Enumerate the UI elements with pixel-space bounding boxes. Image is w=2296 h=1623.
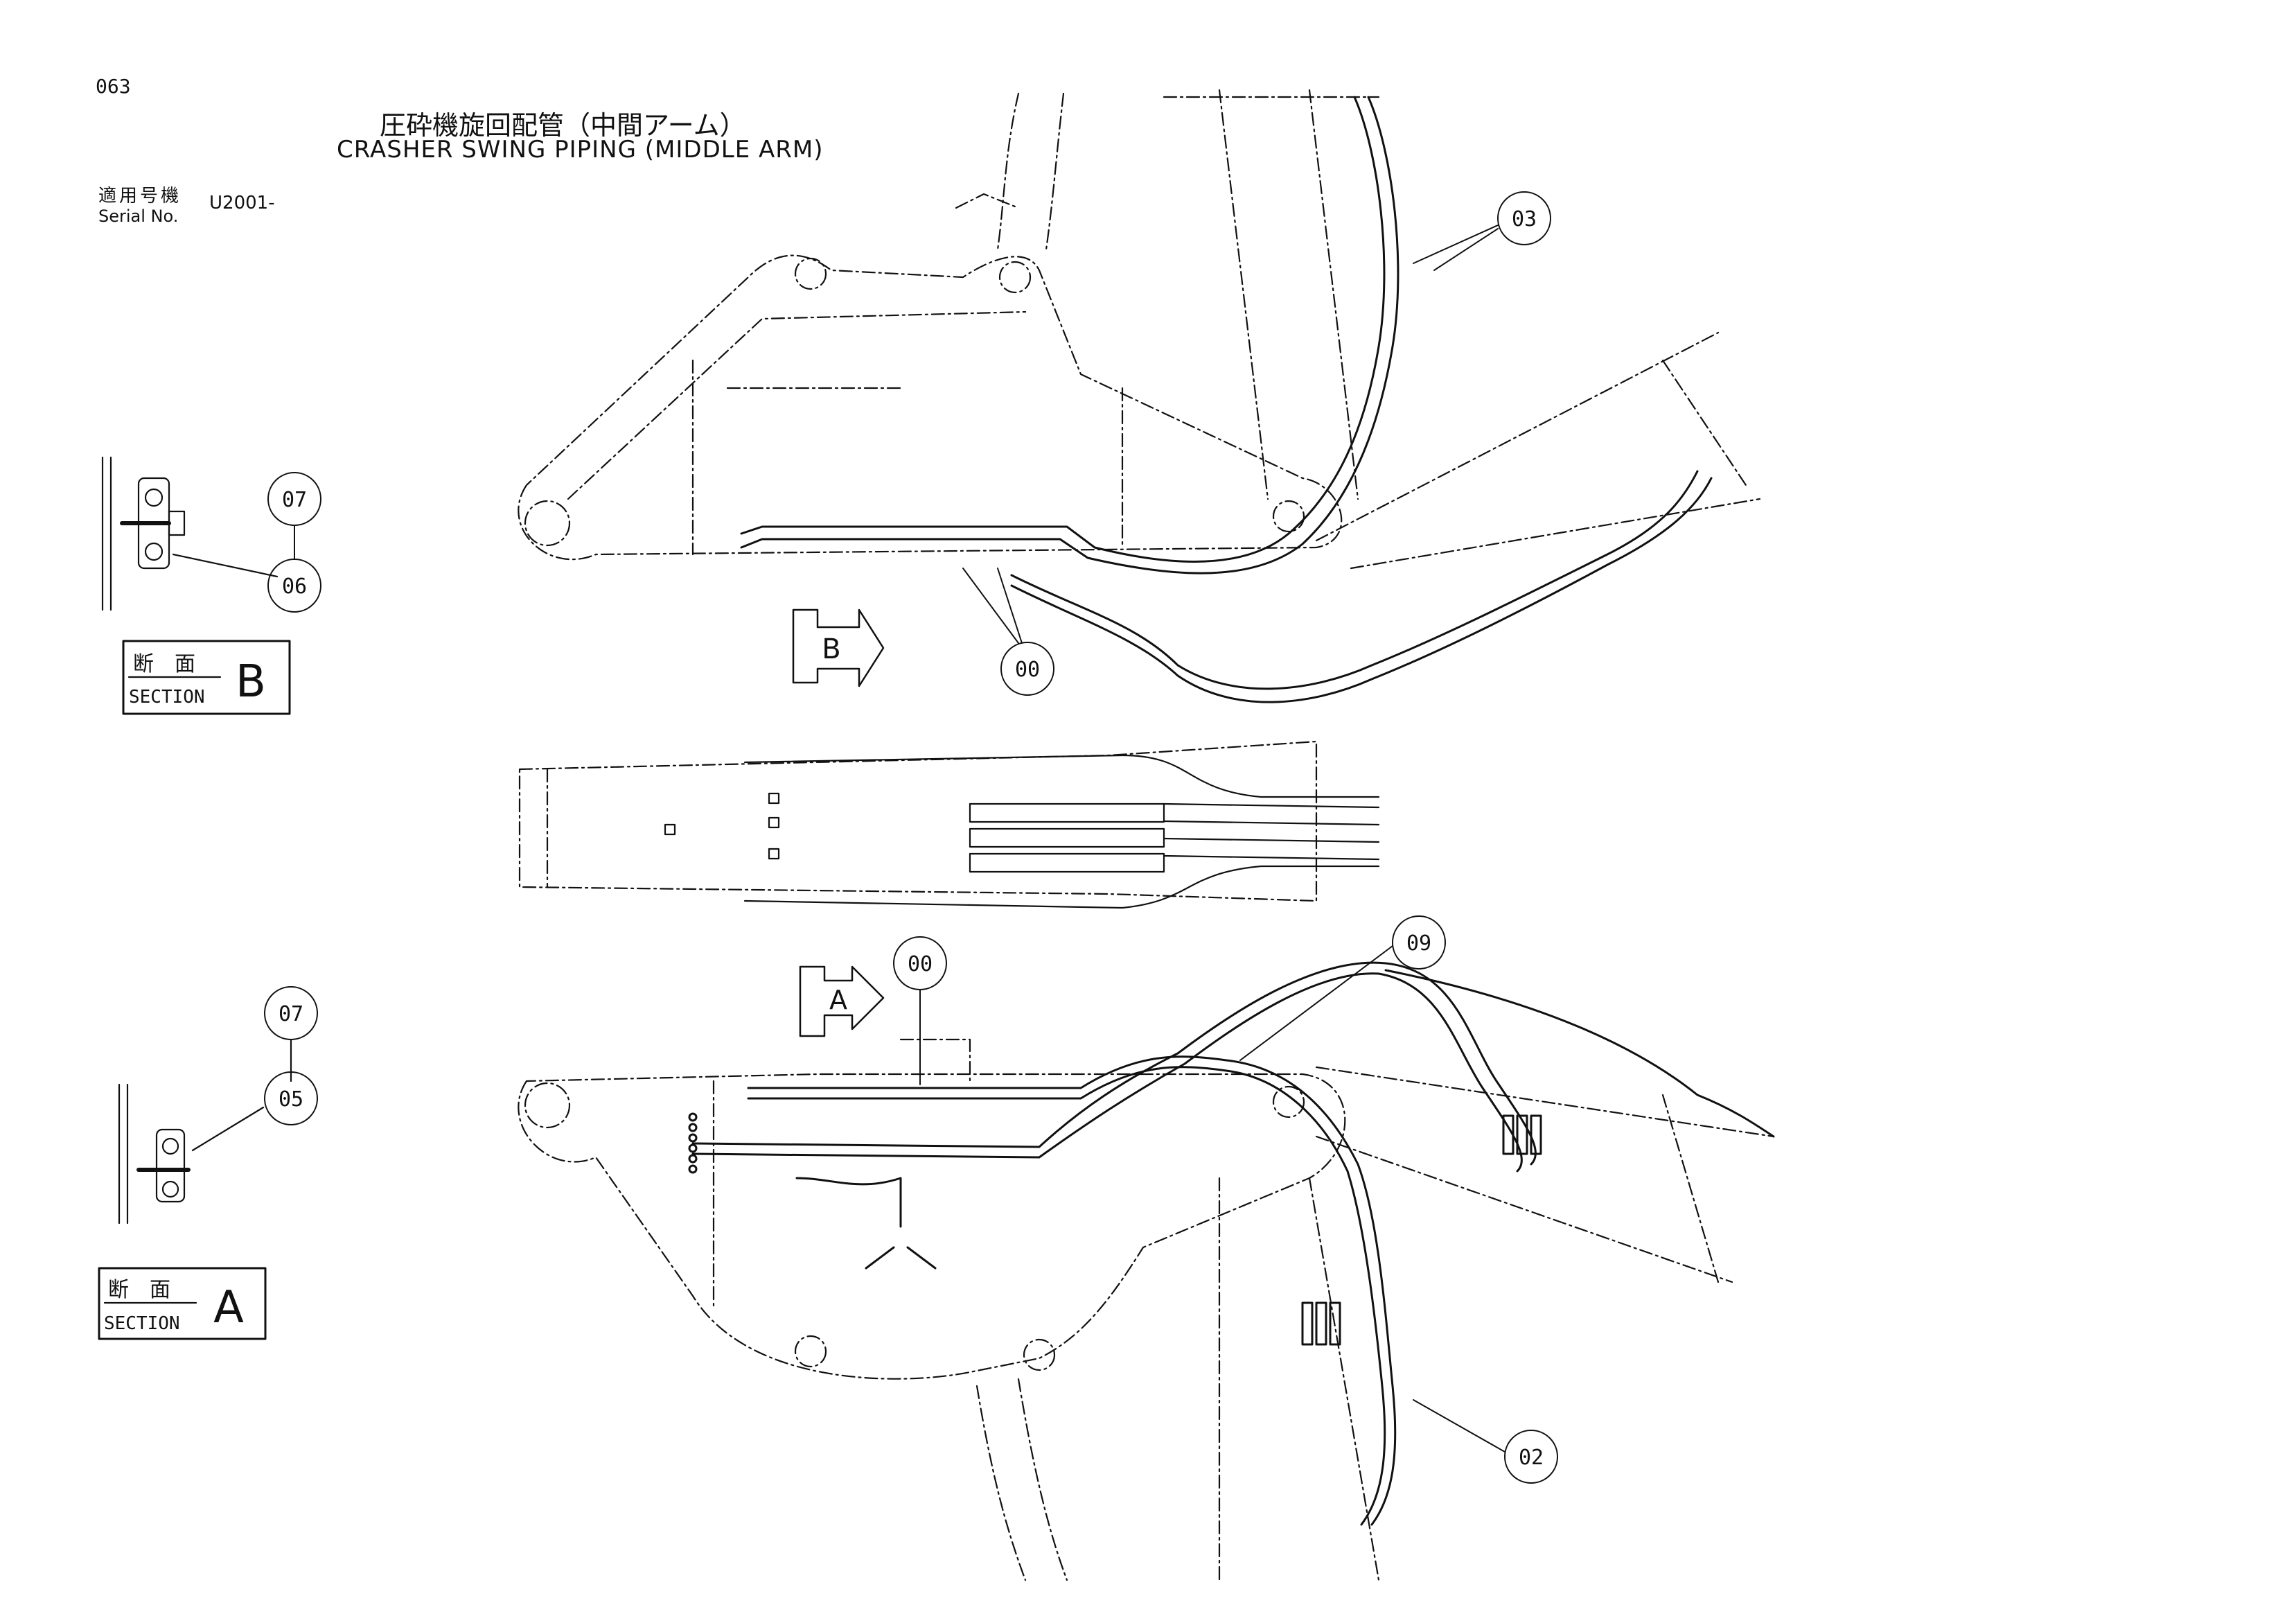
section-b-label-en: SECTION [129,687,205,708]
section-b-letter: B [236,656,266,708]
page-number: 063 [96,75,131,98]
section-a-letter: A [213,1282,244,1333]
callout-00-middle: 00 [908,952,933,976]
bottom-arm-view [518,1038,1775,1581]
title-japanese: 圧砕機旋回配管（中間アーム） [380,110,746,141]
view-arrow-a [799,965,885,1037]
title-english: CRASHER SWING PIPING (MIDDLE ARM) [337,136,824,164]
callouts [264,191,1558,1484]
section-b-detail [101,456,279,611]
callout-00-top: 00 [1015,658,1040,682]
view-arrow-b-label: B [822,633,840,665]
section-a-label-jp: 断 面 [108,1278,170,1302]
top-arm-view [518,89,1761,570]
section-a-detail [118,1038,292,1225]
callout-03: 03 [1512,207,1537,231]
serial-label-japanese: 適用号機 [98,186,182,207]
callout-05: 05 [279,1087,303,1112]
serial-label-english: Serial No. [98,207,179,226]
section-b-label-jp: 断 面 [133,652,195,676]
view-arrow-b [792,608,885,687]
serial-value: U2001- [209,193,275,213]
plan-view [518,740,1380,909]
section-a-label-en: SECTION [104,1313,180,1334]
callout-06: 06 [282,574,307,599]
view-arrow-a-label: A [829,985,847,1015]
bottom-hoses [688,961,1775,1526]
callout-07-section-a: 07 [279,1002,303,1026]
callout-02: 02 [1519,1446,1544,1470]
callout-09: 09 [1406,931,1431,956]
top-hoses [740,96,1713,703]
callout-07-section-b: 07 [282,488,307,512]
